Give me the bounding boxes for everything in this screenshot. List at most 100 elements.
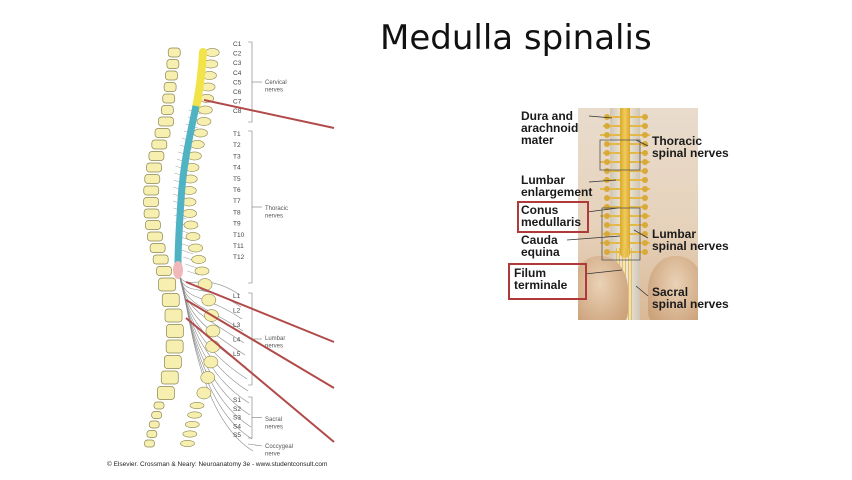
spinous-process — [190, 140, 205, 149]
dorsal-root-ganglion — [604, 240, 610, 246]
spinal-nerve-root — [630, 170, 644, 172]
spinous-process — [194, 266, 210, 276]
dorsal-root-ganglion — [604, 150, 610, 156]
segment-label-t6: T6 — [233, 187, 241, 194]
spinal-cord-image — [620, 108, 630, 258]
dorsal-root-ganglion — [604, 222, 610, 228]
vertebral-body — [166, 59, 180, 69]
segment-label-c5: C5 — [233, 79, 242, 86]
label-conus-medullaris: Conus medullaris — [521, 203, 582, 229]
group-label-lumbar: Lumbar — [265, 336, 285, 342]
slide-title: Medulla spinalis — [380, 18, 652, 58]
label-filum-terminale: Filum terminale — [514, 266, 568, 292]
dorsal-root-ganglion — [604, 141, 610, 147]
vertebrae — [143, 47, 221, 448]
spinal-nerve-root — [630, 206, 647, 208]
vertebral-body — [158, 116, 174, 127]
spinous-process — [201, 293, 217, 307]
vertebral-body — [143, 185, 160, 196]
vertebral-body — [148, 420, 160, 429]
thoracic-cord — [174, 105, 200, 265]
spinous-process — [187, 411, 202, 419]
conus-medullaris-marker — [173, 261, 183, 279]
segment-label-c3: C3 — [233, 60, 242, 67]
spinous-process — [185, 232, 201, 241]
segment-label-l1: L1 — [233, 293, 241, 300]
dorsal-root-ganglion — [604, 132, 610, 138]
spinal-nerve-root — [600, 134, 620, 136]
spinous-process — [182, 430, 198, 438]
label-dura-arachnoid: Dura and arachnoid mater — [521, 109, 579, 147]
segment-label-c6: C6 — [233, 89, 242, 96]
dorsal-root-ganglion — [642, 123, 648, 129]
vertebral-body — [146, 430, 158, 438]
vertebral-body — [151, 411, 162, 419]
segment-label-t3: T3 — [233, 153, 241, 160]
dorsal-root-ganglion — [642, 240, 648, 246]
segment-label-s2: S2 — [233, 406, 241, 413]
vertebral-body — [165, 339, 184, 354]
label-sacral-spinal-nerves: Sacral spinal nerves — [652, 285, 729, 311]
segment-label-t11: T11 — [233, 243, 244, 250]
vertebral-body — [144, 174, 161, 184]
vertebral-body — [153, 401, 165, 410]
vertebral-body — [154, 128, 171, 138]
dorsal-root-ganglion — [642, 231, 648, 237]
spinal-nerve-root — [630, 179, 647, 181]
vertebral-body — [165, 70, 178, 81]
segment-label-l4: L4 — [233, 337, 241, 344]
segment-label-c1: C1 — [233, 41, 242, 48]
dorsal-root-ganglion — [604, 213, 610, 219]
dorsal-root-ganglion — [642, 141, 648, 147]
dorsal-root-ganglion — [642, 249, 648, 255]
dorsal-root-ganglion — [604, 159, 610, 165]
segment-label-s4: S4 — [233, 423, 241, 430]
segment-label-c2: C2 — [233, 51, 242, 58]
dorsal-root-ganglion — [642, 222, 648, 228]
dorsal-root-ganglion — [604, 114, 610, 120]
spinal-nerve-root — [600, 215, 620, 217]
segment-label-t10: T10 — [233, 232, 245, 239]
group-label-thoracic: nerves — [265, 214, 283, 220]
spinous-process — [204, 48, 220, 57]
label-cauda-equina: Cauda equina — [521, 233, 560, 259]
vertebral-body — [156, 266, 172, 276]
segment-label-t1: T1 — [233, 131, 241, 138]
dorsal-root-ganglion — [604, 168, 610, 174]
spinous-process — [203, 355, 219, 369]
group-label-cervical: Cervical — [265, 80, 287, 86]
segment-label-c8: C8 — [233, 108, 242, 115]
group-bracket — [248, 396, 253, 439]
vertebral-body — [149, 243, 166, 253]
coccygeal-leader — [247, 443, 263, 447]
nerve-root — [185, 263, 198, 269]
dorsal-root-ganglion — [604, 186, 610, 192]
spinous-process — [182, 209, 197, 218]
indicator-arrow — [185, 281, 335, 343]
spinous-process — [200, 371, 216, 384]
spinous-process — [188, 243, 203, 253]
vertebral-body — [167, 47, 181, 58]
segment-label-c7: C7 — [233, 99, 242, 106]
spinous-process — [180, 440, 195, 447]
spinal-nerve-root — [600, 188, 620, 190]
indicator-arrow — [203, 99, 335, 129]
segment-label-s1: S1 — [233, 397, 241, 404]
cervical-cord — [192, 48, 207, 112]
vertebral-body — [143, 208, 160, 219]
spinal-nerve-root — [630, 116, 644, 118]
spinous-process — [183, 220, 199, 230]
dorsal-root-ganglion — [642, 150, 648, 156]
pelvis-right — [648, 256, 698, 320]
vertebral-body — [160, 105, 174, 115]
vertebral-body — [151, 139, 168, 150]
segment-label-l3: L3 — [233, 322, 241, 329]
spinal-nerve-root — [630, 134, 650, 136]
segment-label-t9: T9 — [233, 221, 241, 228]
vertebral-body — [146, 162, 162, 173]
label-lumbar-spinal-nerves: Lumbar spinal nerves — [652, 227, 729, 253]
dorsal-root-ganglion — [604, 177, 610, 183]
spinous-process — [205, 340, 220, 353]
group-label-coccygeal: Coccygeal — [265, 444, 293, 450]
dorsal-root-ganglion — [642, 177, 648, 183]
